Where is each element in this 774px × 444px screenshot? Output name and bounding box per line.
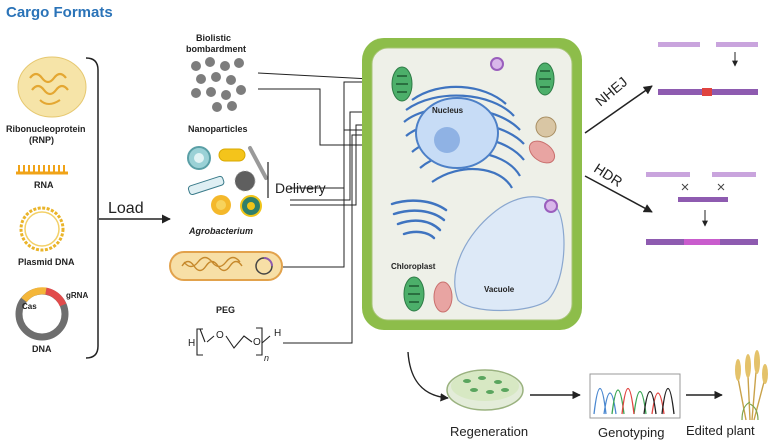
- vacuole-shape: [454, 196, 565, 312]
- mitochondria: [433, 140, 556, 313]
- edited-plant-label: Edited plant: [686, 423, 755, 438]
- delivery-label: Delivery: [275, 180, 326, 196]
- wheat-plant-icon: [735, 350, 768, 421]
- peg-h-left: H: [188, 338, 196, 349]
- rnp-label: Ribonucleoprotein: [6, 124, 86, 134]
- chromatogram-icon: [589, 373, 681, 419]
- hdr-dna-diagram: [646, 172, 758, 245]
- nhej-dna-diagram: [658, 42, 758, 96]
- grna-label: gRNA: [66, 291, 89, 300]
- peroxisomes: [490, 57, 558, 213]
- vacuole-label: Vacuole: [484, 285, 515, 294]
- chloroplast-label: Chloroplast: [391, 262, 436, 271]
- biolistic-label-1: Biolistic: [196, 33, 232, 43]
- peg-o2: O: [253, 337, 261, 348]
- genotyping-label: Genotyping: [598, 425, 665, 440]
- nanoparticles-icon: [187, 146, 268, 217]
- peg-formula-drawing: [196, 327, 271, 356]
- page-title: Cargo Formats: [6, 4, 113, 21]
- nhej-arrow: [584, 85, 653, 134]
- biolistic-particles-icon: [191, 57, 246, 112]
- dna-label: DNA: [32, 344, 52, 354]
- rnp-icon: [17, 56, 87, 118]
- regeneration-label: Regeneration: [450, 424, 529, 439]
- peg-o1: O: [216, 330, 224, 341]
- cargo-bracket: [85, 57, 99, 359]
- plasmid-icon: [19, 206, 65, 252]
- dna-cassette-icon: [15, 287, 69, 341]
- load-label: Load: [108, 200, 144, 217]
- biolistic-label-2: bombardment: [186, 44, 247, 54]
- rna-icon: [16, 165, 68, 175]
- petri-dish-icon: [446, 369, 524, 411]
- nanoparticles-label: Nanoparticles: [188, 124, 248, 134]
- golgi-shape: [390, 199, 448, 240]
- nucleus-label: Nucleus: [432, 106, 464, 115]
- nucleus-shape: [415, 97, 499, 169]
- peg-n: n: [264, 353, 270, 363]
- hdr-arrow: [584, 175, 653, 213]
- cas-label: Cas: [22, 302, 37, 311]
- peg-h-right: H: [274, 328, 282, 339]
- rnp-abbr-label: (RNP): [29, 135, 54, 145]
- agrobacterium-icon: [169, 251, 283, 281]
- chloroplasts: [391, 62, 555, 312]
- agrobacterium-label: Agrobacterium: [189, 226, 254, 236]
- plasmid-label: Plasmid DNA: [18, 257, 75, 267]
- peg-label: PEG: [216, 305, 236, 315]
- regeneration-arrow: [407, 351, 449, 402]
- rna-label: RNA: [34, 180, 54, 190]
